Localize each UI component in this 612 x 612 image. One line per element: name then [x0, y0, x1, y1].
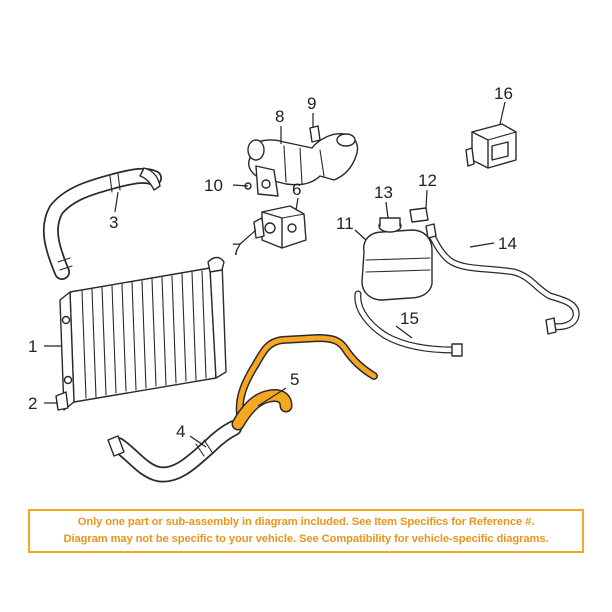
callout-10: 10 — [204, 176, 223, 195]
callout-4: 4 — [176, 422, 185, 441]
callout-15: 15 — [400, 309, 419, 328]
callout-numbers: 1 2 3 4 5 6 7 8 9 10 11 12 13 14 15 16 — [28, 84, 517, 441]
callout-2: 2 — [28, 394, 37, 413]
callout-8: 8 — [275, 107, 284, 126]
overflow-hose-part-15 — [354, 290, 463, 357]
highlighted-hose-part-5 — [231, 334, 378, 431]
callout-1: 1 — [28, 337, 37, 356]
upper-radiator-hose — [42, 167, 162, 280]
callout-16: 16 — [494, 84, 513, 103]
callout-5: 5 — [290, 370, 299, 389]
callout-14: 14 — [498, 234, 517, 253]
thermostat-housing — [253, 205, 307, 249]
callout-11: 11 — [336, 214, 354, 233]
callout-6: 6 — [292, 180, 301, 199]
water-outlet-housing — [244, 125, 359, 197]
callout-3: 3 — [109, 213, 118, 232]
callout-7: 7 — [232, 240, 241, 259]
coolant-reservoir — [361, 207, 433, 301]
leader-lines — [44, 101, 506, 448]
callout-9: 9 — [307, 94, 316, 113]
callout-13: 13 — [374, 183, 393, 202]
lower-radiator-hose — [107, 420, 242, 483]
reservoir-hose-part-14 — [425, 223, 580, 335]
disclaimer-line-2: Diagram may not be specific to your vehi… — [63, 533, 549, 545]
disclaimer-box: Only one part or sub-assembly in diagram… — [28, 509, 584, 553]
disclaimer-line-1: Only one part or sub-assembly in diagram… — [77, 516, 535, 528]
radiator — [55, 256, 227, 411]
sensor-module-part-16 — [465, 123, 517, 169]
callout-12: 12 — [418, 171, 437, 190]
